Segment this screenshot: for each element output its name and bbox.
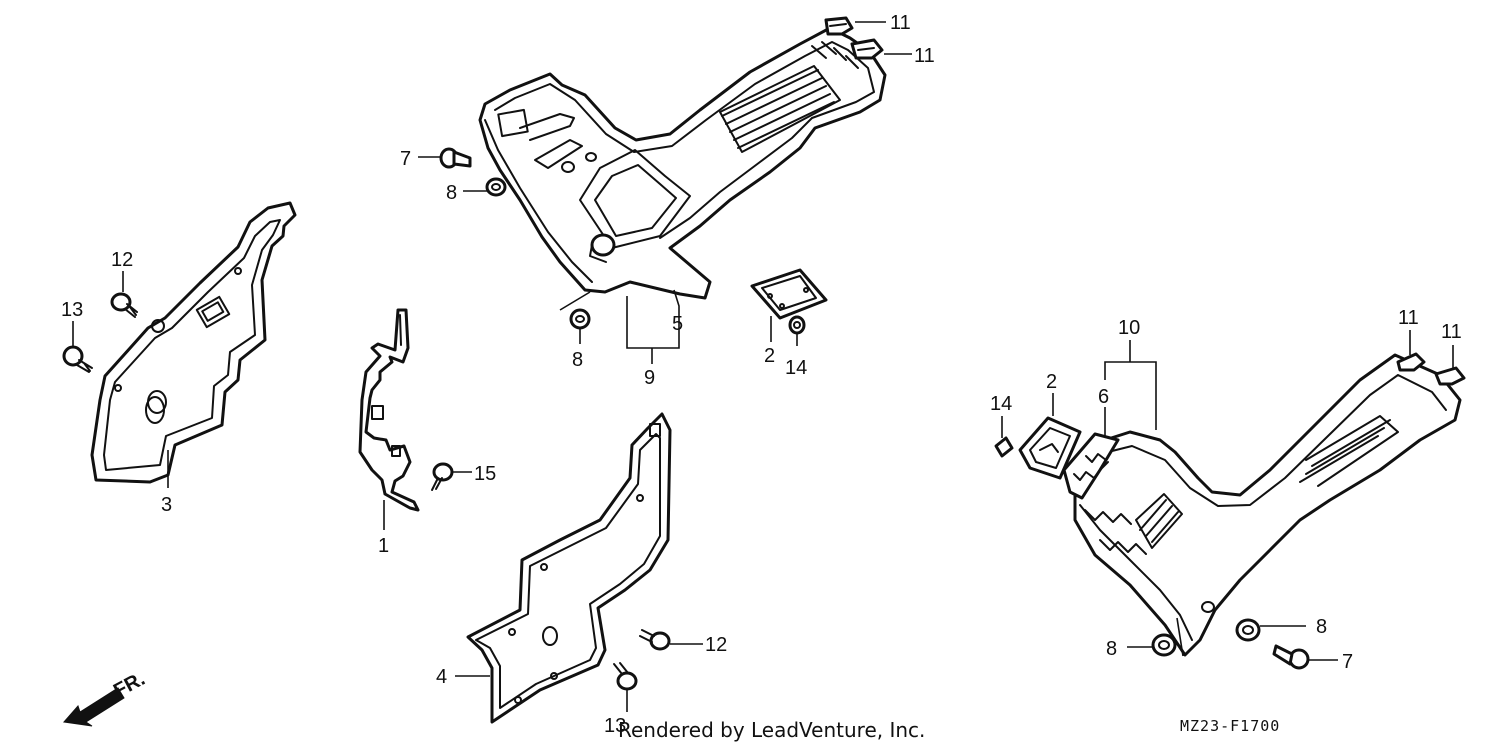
bolt-12-left[interactable] [110, 292, 138, 318]
front-arrow-icon [63, 687, 125, 727]
callout-8-right-b: 8 [1106, 638, 1117, 660]
callout-11-right-b: 11 [1441, 321, 1462, 343]
callout-12-left: 12 [111, 249, 133, 271]
callout-14-right: 14 [990, 393, 1012, 415]
callout-2-right: 2 [1046, 371, 1057, 393]
callout-6: 6 [1098, 386, 1109, 408]
bolt-13-center[interactable] [613, 662, 638, 691]
washer-8-right-b[interactable] [1151, 633, 1177, 657]
render-credit: Rendered by LeadVenture, Inc. [618, 718, 925, 742]
callout-12-center: 12 [705, 634, 727, 656]
callout-11-right-a: 11 [1398, 307, 1419, 329]
bolt-7-top[interactable] [439, 147, 472, 169]
callout-1: 1 [378, 535, 389, 557]
callout-11-top-b: 11 [914, 45, 935, 67]
callout-15: 15 [474, 463, 496, 485]
rear-center-cover[interactable] [478, 26, 887, 300]
callout-2-center: 2 [764, 345, 775, 367]
callout-7-top: 7 [400, 148, 411, 170]
clip-11-right-b[interactable] [1434, 366, 1466, 386]
leader-lines [72, 21, 1454, 712]
washer-8-center[interactable] [569, 308, 591, 330]
callout-4: 4 [436, 666, 447, 688]
callout-5: 5 [672, 313, 683, 335]
clip-11-top-a[interactable] [824, 16, 854, 36]
callout-10: 10 [1118, 317, 1140, 339]
bolt-13-left[interactable] [62, 345, 93, 373]
left-side-cover[interactable] [90, 201, 297, 484]
callout-8-center: 8 [572, 349, 583, 371]
side-panel-4[interactable] [466, 412, 672, 724]
stay-bracket[interactable] [358, 308, 420, 512]
nut-14-right[interactable] [994, 436, 1014, 458]
callout-8-top: 8 [446, 182, 457, 204]
washer-8-right-a[interactable] [1235, 618, 1261, 642]
clip-11-right-a[interactable] [1396, 352, 1426, 372]
callout-11-top-a: 11 [890, 12, 911, 34]
front-direction-arrow: FR. [63, 668, 149, 727]
callout-14-center: 14 [785, 357, 807, 379]
bolt-7-right[interactable] [1272, 644, 1310, 670]
callout-13-left: 13 [61, 299, 83, 321]
right-side-cover[interactable] [1073, 353, 1462, 657]
bolt-12-center[interactable] [639, 629, 671, 651]
callout-9: 9 [644, 367, 655, 389]
callout-13-center: 13 [604, 715, 626, 737]
callout-3: 3 [161, 494, 172, 516]
callout-numbers: 11 11 7 8 12 13 3 1 15 8 9 5 2 14 4 12 1… [61, 12, 1462, 737]
trim-strip-6[interactable] [1062, 432, 1120, 500]
rubber-plate-2-center[interactable] [750, 268, 828, 320]
clip-11-top-b[interactable] [850, 38, 884, 60]
rubber-plate-2-right[interactable] [1018, 416, 1082, 480]
diagram-code: MZ23-F1700 [1180, 717, 1280, 735]
screw-15[interactable] [431, 462, 454, 491]
callout-8-right-a: 8 [1316, 616, 1327, 638]
nut-14-center[interactable] [788, 315, 806, 335]
washer-8-top[interactable] [485, 177, 507, 197]
callout-7-right: 7 [1342, 651, 1353, 673]
